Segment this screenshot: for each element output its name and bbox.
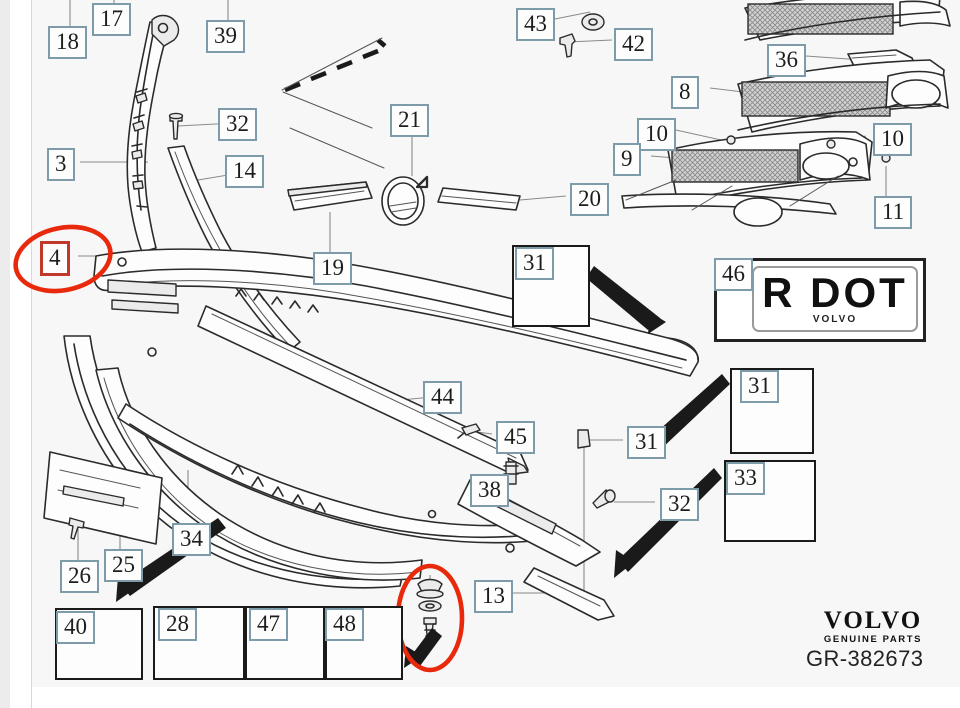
callout-43[interactable]: 43 [516,8,555,41]
callout-34[interactable]: 34 [172,523,211,556]
callout-4-selected[interactable]: 4 [40,241,70,276]
callout-17[interactable]: 17 [92,3,131,36]
volvo-wordmark: VOLVO [823,607,923,634]
callout-19[interactable]: 19 [313,252,352,285]
callout-48[interactable]: 48 [325,608,364,641]
page-margin [10,0,32,708]
callout-47[interactable]: 47 [249,608,288,641]
callout-13[interactable]: 13 [474,580,513,613]
detail-box-33 [724,460,816,542]
callout-46[interactable]: 46 [714,258,753,291]
callout-8[interactable]: 8 [671,76,699,109]
license-plate: R DOT VOLVO [752,266,918,332]
license-plate-subtext: VOLVO [812,313,858,325]
callout-31[interactable]: 31 [515,247,554,280]
callout-10[interactable]: 10 [873,123,912,156]
callout-31[interactable]: 31 [627,426,666,459]
callout-3[interactable]: 3 [47,148,75,181]
callout-33[interactable]: 33 [726,462,765,495]
canvas-bottom-margin [32,687,960,708]
callout-45[interactable]: 45 [496,421,535,454]
callout-39[interactable]: 39 [206,20,245,53]
page-edge-rule [31,0,32,708]
callout-10[interactable]: 10 [637,118,676,151]
license-plate-text: R DOT [762,269,908,317]
callout-38[interactable]: 38 [470,474,509,507]
callout-31[interactable]: 31 [740,370,779,403]
callout-26[interactable]: 26 [60,560,99,593]
callout-32[interactable]: 32 [218,108,257,141]
callout-36[interactable]: 36 [767,44,806,77]
left-gutter-strip [0,0,10,708]
callout-32[interactable]: 32 [660,488,699,521]
callout-44[interactable]: 44 [423,381,462,414]
callout-25[interactable]: 25 [104,549,143,582]
callout-20[interactable]: 20 [570,183,609,216]
callout-11[interactable]: 11 [874,196,913,229]
callout-42[interactable]: 42 [614,28,653,61]
callout-18[interactable]: 18 [48,26,87,59]
volvo-genuine-parts-text: GENUINE PARTS [823,634,923,645]
callout-21[interactable]: 21 [390,104,429,137]
callout-9[interactable]: 9 [613,143,641,176]
callout-28[interactable]: 28 [158,608,197,641]
callout-40[interactable]: 40 [56,611,95,644]
diagram-reference-number: GR-382673 [806,646,924,671]
callout-14[interactable]: 14 [225,155,264,188]
volvo-logo: VOLVO GENUINE PARTS [800,608,946,645]
